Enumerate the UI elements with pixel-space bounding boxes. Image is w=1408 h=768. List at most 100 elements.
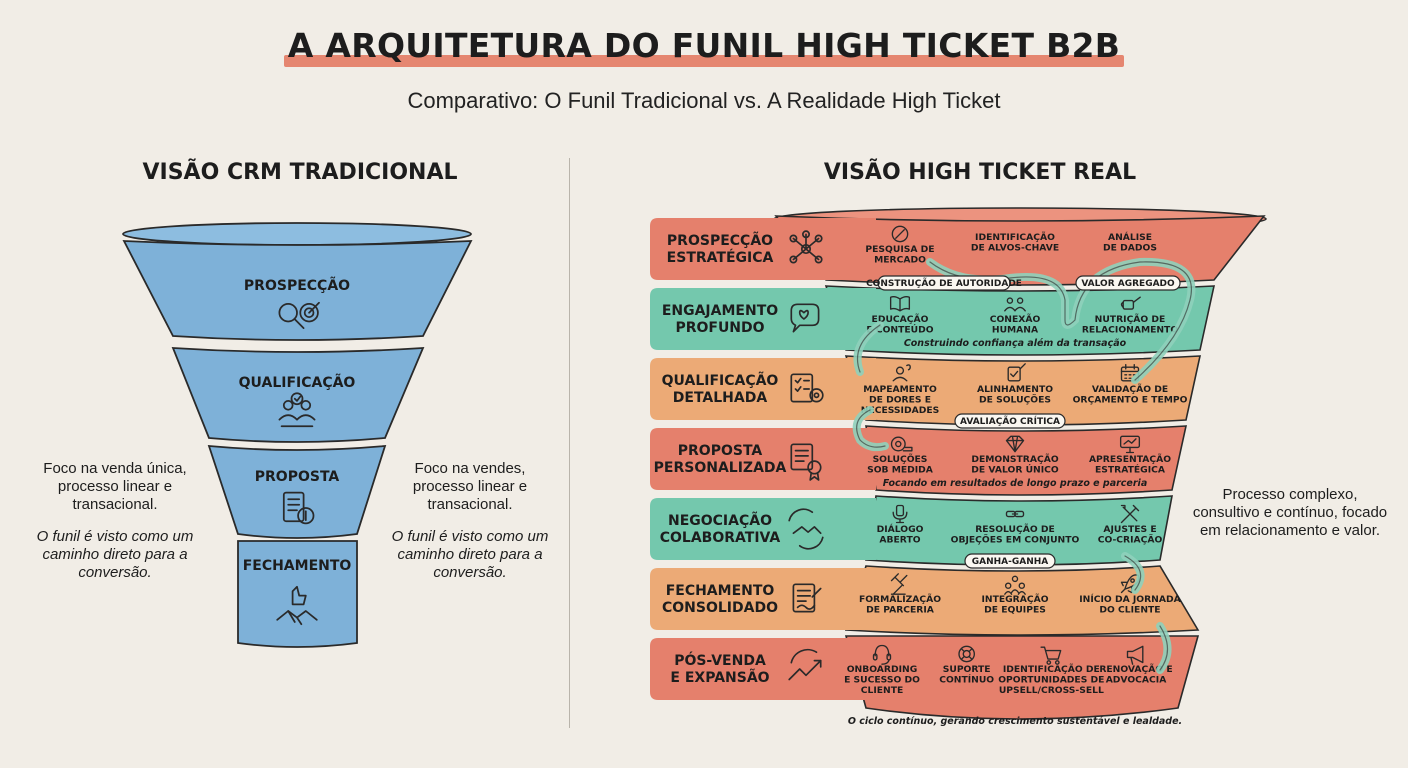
high-ticket-stage-caption: Focando em resultados de longo prazo e p… (883, 478, 1147, 489)
subtitle: Comparativo: O Funil Tradicional vs. A R… (407, 88, 1001, 113)
high-ticket-item-label: IDENTIFICAÇÃO DE (1003, 663, 1100, 675)
book-icon (889, 295, 911, 312)
checklist-gear-icon (790, 373, 824, 403)
document-coin-icon (282, 491, 315, 525)
stage-tag-pill (1075, 275, 1181, 291)
team-icon (1004, 575, 1026, 595)
high-ticket-item-label: RESOLUÇÃO DE (975, 523, 1055, 535)
high-ticket-stage-label: ENGAJAMENTO (662, 303, 778, 319)
stage-tag-pill (877, 275, 1011, 291)
link-icon (1005, 510, 1025, 518)
high-ticket-stage-label: COLABORATIVA (660, 530, 781, 546)
stage-tag-pill (964, 553, 1056, 569)
high-ticket-item-label: OBJEÇÕES EM CONJUNTO (951, 534, 1080, 546)
high-ticket-stage-tab (650, 498, 876, 560)
high-ticket-stage-label: PÓS-VENDA (674, 651, 766, 669)
high-ticket-item-label: CO-CRIAÇÃO (1098, 534, 1163, 546)
high-ticket-stage-caption: O ciclo contínuo, gerando crescimento su… (848, 716, 1182, 727)
high-ticket-item-label: DO CLIENTE (1099, 605, 1160, 616)
tape-measure-icon (890, 436, 913, 452)
high-ticket-item-label: DIÁLOGO (877, 523, 924, 535)
people-icon (1004, 297, 1026, 312)
high-ticket-item-label: OPORTUNIDADES DE (998, 675, 1104, 686)
high-ticket-stage-tab (650, 638, 876, 700)
traditional-stage-label: PROPOSTA (255, 469, 340, 485)
traditional-heading: VISÃO CRM TRADICIONAL (142, 160, 458, 185)
high-ticket-item-label: NUTRIÇÃO DE (1095, 313, 1166, 325)
growth-cycle-icon (788, 648, 822, 681)
cart-icon (1040, 646, 1062, 665)
funnel-rim (122, 222, 472, 246)
diamond-icon (1005, 435, 1025, 453)
high-ticket-stage-label: NEGOCIAÇÃO (668, 512, 772, 529)
high-ticket-item-label: DE DADOS (1103, 243, 1157, 254)
stage-tag: AVALIAÇÃO CRÍTICA (954, 413, 1066, 429)
high-ticket-item-label: DE SOLUÇÕES (979, 394, 1051, 406)
traditional-stage-shape (171, 347, 425, 443)
high-ticket-item-label: DE EQUIPES (984, 605, 1046, 616)
high-ticket-stage-body (865, 425, 1188, 496)
stage-tag: VALOR AGREGADO (1075, 275, 1181, 291)
network-icon (789, 230, 823, 264)
lifebuoy-icon (958, 645, 975, 663)
traditional-right-note-text: Foco na vendes, processo linear e transa… (412, 460, 528, 513)
stage-tag: GANHA-GANHA (964, 553, 1056, 569)
high-ticket-item-label: ADVOCACIA (1106, 675, 1168, 686)
high-ticket-item-label: MERCADO (874, 255, 926, 266)
handshake-thumbs-up-icon (276, 585, 318, 626)
high-ticket-stage-tab (650, 218, 876, 280)
high-ticket-stage-label: ESTRATÉGICA (667, 249, 774, 266)
compass-icon (891, 225, 909, 243)
certificate-icon (790, 443, 822, 481)
main-title: A ARQUITETURA DO FUNIL HIGH TICKET B2B (283, 26, 1125, 67)
megaphone-icon (1126, 645, 1144, 665)
high-ticket-stage-label: PROSPECÇÃO (667, 232, 773, 249)
high-ticket-stage-label: QUALIFICAÇÃO (662, 372, 779, 389)
high-ticket-item-label: VALIDAÇÃO DE (1092, 383, 1168, 395)
high-ticket-item-label: E SUCESSO DO (844, 675, 920, 686)
high-ticket-item-label: CONTÍNUO (939, 674, 994, 686)
high-ticket-item-label: CONEXÃO (990, 313, 1041, 325)
traditional-stage-label: PROSPECÇÃO (244, 277, 350, 294)
stage-tag-label: VALOR AGREGADO (1081, 279, 1175, 289)
pen-check-icon (1007, 363, 1026, 382)
gavel-icon (890, 573, 908, 595)
traditional-stage-label: FECHAMENTO (243, 558, 352, 574)
presentation-icon (1119, 435, 1141, 454)
high-ticket-stage-label: FECHAMENTO (666, 583, 775, 599)
high-ticket-item-label: INTEGRAÇÃO (981, 593, 1048, 605)
high-ticket-stage-body (844, 565, 1200, 636)
high-ticket-item-label: ABERTO (879, 535, 920, 546)
high-ticket-stage-label: PROPOSTA (678, 443, 763, 459)
stage-tag: CONSTRUÇÃO DE AUTORIDADE (866, 275, 1022, 291)
high-ticket-item-label: UPSELL/CROSS-SELL (999, 685, 1104, 696)
high-ticket-item-label: RENOVAÇÃO E (1099, 663, 1172, 675)
high-ticket-item-label: PESQUISA DE (865, 244, 934, 255)
high-ticket-stage-body (865, 495, 1173, 566)
high-ticket-item-label: DE VALOR ÚNICO (971, 464, 1059, 476)
magnifier-target-icon (278, 301, 320, 329)
calendar-icon (1120, 363, 1140, 382)
high-ticket-item-label: HUMANA (992, 325, 1039, 336)
